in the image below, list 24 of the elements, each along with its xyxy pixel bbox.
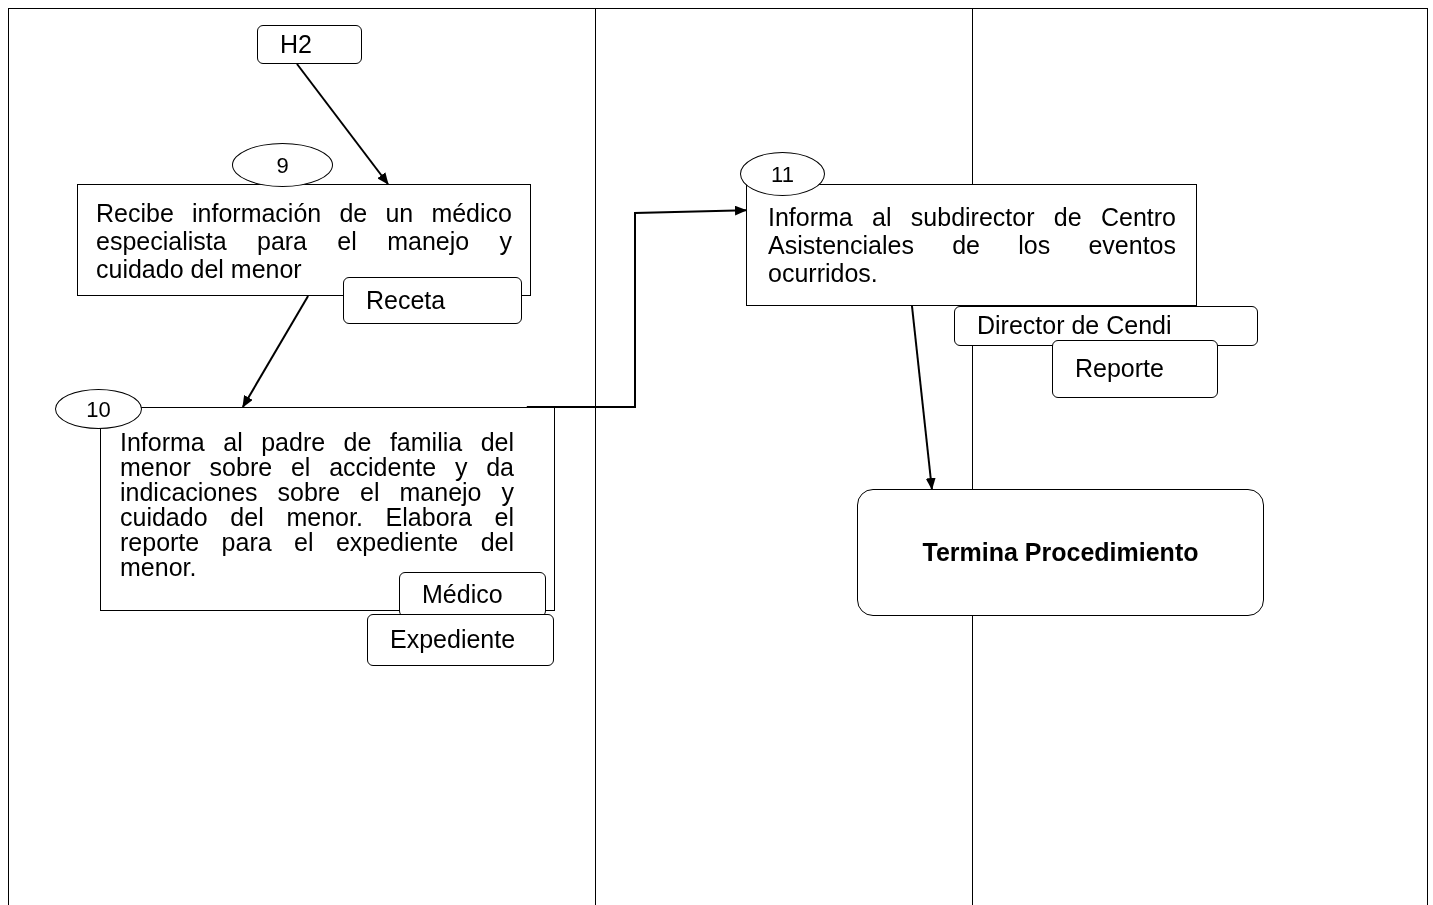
arrow [910,305,936,490]
document-tag [954,306,1258,346]
node-text: Receta [366,284,446,316]
node-text: Informa al padre de familia del menor sobre el accidente y da indicaciones sobre el manejo y cuidado del menor. Elabora el reporte para el expediente del menor. [120,430,514,580]
document-tag [367,614,554,666]
node-text: 11 [771,160,794,189]
node-text: Termina Procedimiento [922,536,1199,568]
node-text: Médico [422,578,503,610]
arrow [296,63,389,185]
document-tag [343,277,522,324]
arrow [241,295,310,408]
document-tag [399,572,546,617]
terminal-box [857,489,1264,616]
node-text: Recibe información de un médico especialista para el manejo y cuidado del menor [96,199,512,283]
node-text: H2 [280,28,312,60]
node-text: Expediente [390,624,516,656]
node-text: 10 [86,395,111,424]
node-text: Reporte [1075,353,1164,385]
document-tag [1052,340,1218,398]
node-text: Informa al subdirector de Centro Asistenciales de los eventos ocurridos. [768,203,1176,287]
node-text: Director de Cendi [977,310,1172,342]
process-box [746,184,1197,306]
document-tag [257,25,362,64]
node-text: 9 [276,151,289,180]
